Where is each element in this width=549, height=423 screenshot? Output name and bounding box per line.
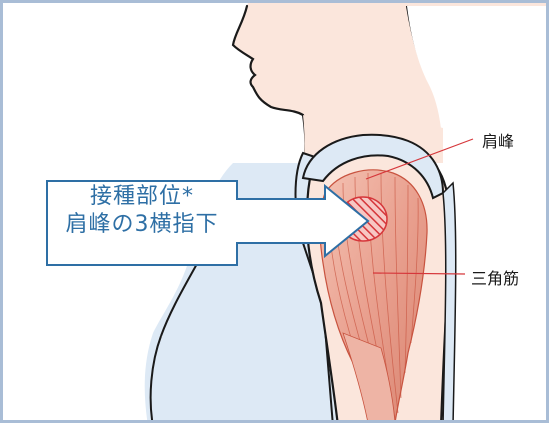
acromion-label: 肩峰 — [482, 128, 514, 152]
deltoid-label: 三角筋 — [471, 265, 519, 289]
callout-line-2: 肩峰の3横指下 — [47, 211, 237, 239]
callout-line-1: 接種部位* — [47, 183, 237, 211]
injection-site-callout: 接種部位* 肩峰の3横指下 — [47, 183, 237, 239]
